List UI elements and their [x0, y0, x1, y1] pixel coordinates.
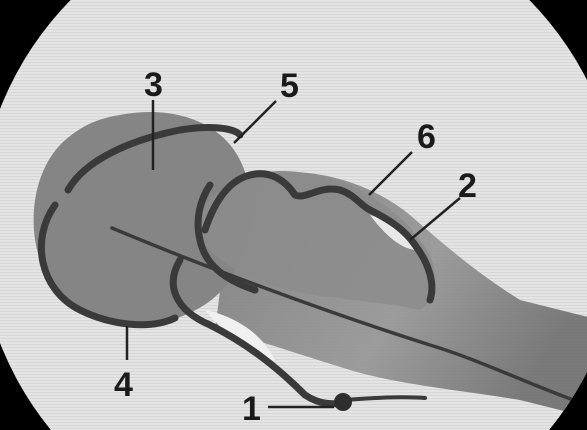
label-3: 3 [144, 66, 163, 104]
vessel-node [334, 393, 352, 411]
label-2: 2 [458, 167, 477, 205]
label-4: 4 [114, 366, 133, 404]
label-5: 5 [280, 67, 299, 105]
label-6: 6 [417, 118, 436, 156]
label-1: 1 [242, 390, 261, 428]
